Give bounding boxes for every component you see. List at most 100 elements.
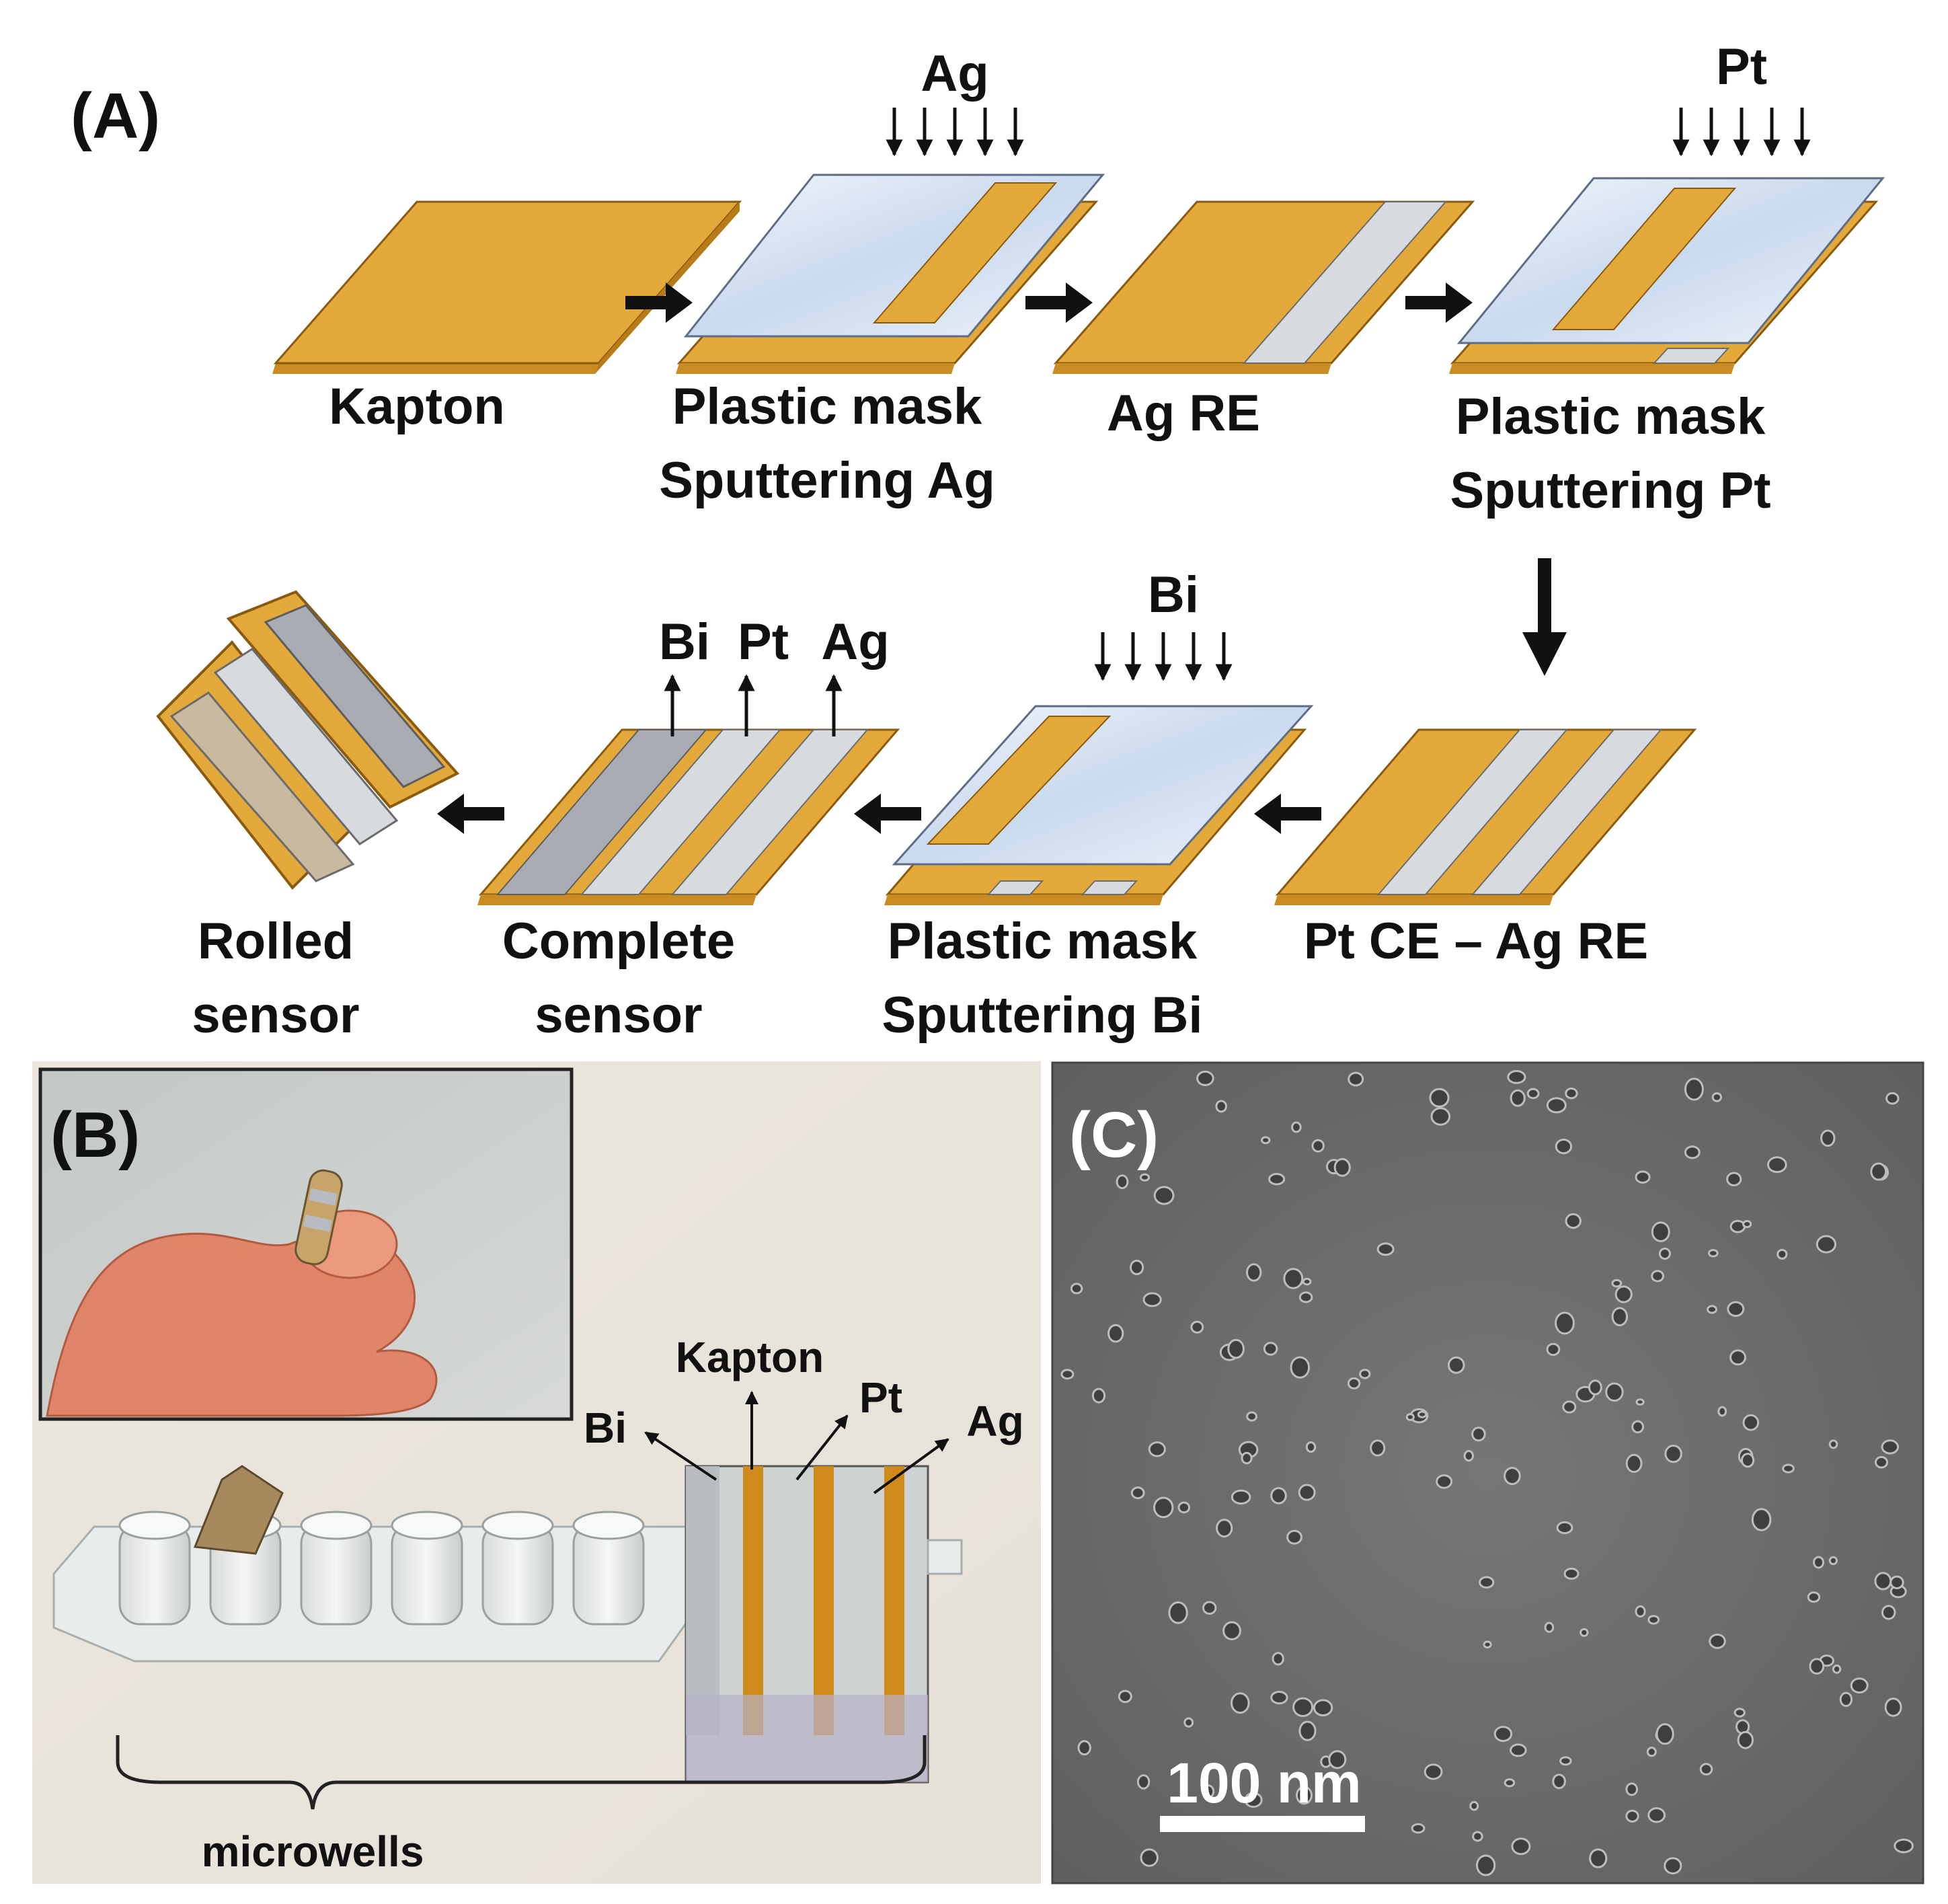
sem-pore [1430, 1107, 1451, 1126]
sem-pore [1370, 1439, 1386, 1457]
mask-opening [926, 716, 1112, 845]
panel-c-letter: (C) [1069, 1099, 1159, 1171]
sem-pore [1216, 1519, 1233, 1538]
ag-strip [1652, 348, 1730, 364]
sem-pore [1631, 1420, 1645, 1434]
ag-strip [1242, 201, 1448, 364]
pointer-arrow [795, 1414, 849, 1481]
bi-strip [264, 604, 446, 788]
label-pt-ce-ag-re: Pt CE – Ag RE [1304, 913, 1648, 970]
sem-pore [1546, 1097, 1567, 1114]
step-pt-ce-ag-re: Pt CE – Ag RE [1274, 728, 1697, 970]
panel-c: (C) 100 nm [1051, 1061, 1924, 1884]
sem-pore [1424, 1763, 1443, 1780]
sem-pore [1707, 1305, 1717, 1314]
sem-pore [1246, 1411, 1257, 1422]
sem-pore [1894, 1838, 1914, 1854]
microwell-rim [391, 1511, 463, 1540]
bi-electrode [686, 1466, 719, 1735]
sem-pore [1153, 1186, 1175, 1205]
label-rolled: Rolled [198, 913, 354, 970]
sem-pore [1091, 1387, 1106, 1404]
sem-pore [1885, 1092, 1900, 1105]
sem-pore [1222, 1621, 1241, 1640]
label-bi: Bi [584, 1404, 627, 1452]
sem-pore [1504, 1467, 1521, 1485]
sem-pore [1472, 1831, 1483, 1842]
sputter-ag-label: Ag [921, 45, 988, 102]
ag-strip [1471, 729, 1663, 895]
scale-bar [1160, 1816, 1365, 1832]
sem-pore [1646, 1747, 1657, 1757]
label-microwells: microwells [202, 1827, 424, 1876]
sem-pore [1526, 1088, 1540, 1100]
sem-pore [1870, 1162, 1887, 1181]
microwell-strip [52, 1465, 694, 1663]
label-sputtering-bi: Sputtering Bi [882, 987, 1202, 1044]
sem-pore [1504, 1778, 1516, 1788]
sem-pore [1333, 1157, 1351, 1177]
sem-pore [1555, 1139, 1573, 1155]
sem-pore [1707, 1249, 1719, 1258]
step-mask-pt: Pt Plastic mask Sputtering Pt [1449, 38, 1885, 519]
pt-strip [580, 729, 782, 895]
sensor-band [303, 1214, 332, 1232]
sem-pore [1742, 1220, 1752, 1228]
sem-pore [1605, 1382, 1624, 1402]
sem-pore [1291, 1121, 1302, 1133]
sem-pore [1429, 1088, 1450, 1108]
sem-pore [1658, 1248, 1671, 1260]
sem-pore [1647, 1807, 1666, 1823]
sem-pore [1737, 1730, 1754, 1749]
arrow-left-icon [1254, 794, 1321, 834]
sem-pores [1060, 1070, 1914, 1876]
microwell-rim [118, 1511, 191, 1540]
sem-pore [1684, 1145, 1701, 1159]
panel-b: (B) Bi Kapton Pt Ag microwells [32, 1061, 1041, 1884]
sem-pore [1839, 1691, 1853, 1708]
sem-pore [1544, 1622, 1555, 1633]
arrow-right-icon [1025, 282, 1093, 323]
sem-pore [1290, 1356, 1311, 1379]
label-sensor: sensor [192, 987, 359, 1044]
kapton-sheet-edge [1449, 363, 1735, 374]
sem-pore [1130, 1260, 1144, 1275]
sem-pore [1202, 1601, 1217, 1615]
sem-pore [1507, 1070, 1526, 1084]
panel-b-letter: (B) [50, 1099, 140, 1171]
sem-pore [1588, 1379, 1602, 1396]
sem-pore [1832, 1664, 1842, 1674]
sputter-arrows [886, 108, 1024, 157]
sem-pore [1139, 1173, 1151, 1182]
sem-pore [1476, 1854, 1496, 1876]
sem-pore [1555, 1311, 1575, 1335]
sem-pore [1729, 1349, 1746, 1366]
sem-pore [1741, 1453, 1755, 1468]
label-kapton: Kapton [676, 1333, 824, 1381]
sem-pore [1635, 1605, 1646, 1617]
ag-strip [1081, 880, 1138, 895]
sem-pore [1118, 1689, 1132, 1704]
step-rolled-sensor: Rolled sensor [156, 590, 460, 1044]
sem-pore [1177, 1501, 1191, 1514]
sem-pore [1270, 1691, 1288, 1705]
sem-pore [1733, 1708, 1746, 1718]
sem-pore [1809, 1658, 1825, 1675]
sem-pore [1302, 1277, 1312, 1286]
sputter-arrows [1094, 632, 1233, 681]
label-complete: Complete [502, 913, 735, 970]
arrow-left-icon [437, 794, 504, 834]
sem-pore [1813, 1556, 1824, 1569]
panel-a-letter: (A) [71, 80, 160, 152]
sem-image [1051, 1061, 1924, 1884]
sem-pore [1153, 1496, 1174, 1519]
sem-pore [1782, 1463, 1795, 1474]
sem-pore [1651, 1221, 1670, 1242]
label-plastic-mask: Plastic mask [888, 913, 1198, 970]
sem-pore [1614, 1285, 1633, 1303]
sem-pore [1559, 1756, 1572, 1766]
sem-pore [1711, 1092, 1723, 1102]
sem-pore [1215, 1100, 1227, 1113]
pt-strip [213, 648, 399, 845]
sem-pore [1469, 1800, 1479, 1811]
